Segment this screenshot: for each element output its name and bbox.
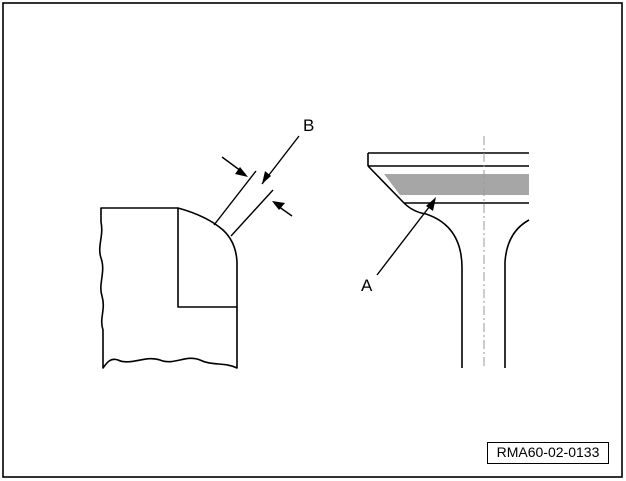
extension-line-upper	[213, 170, 257, 226]
contact-area-leader	[376, 197, 436, 276]
arrowhead-inner	[272, 201, 285, 210]
callout-label-b: B	[303, 116, 314, 135]
seat-width-arrowheads	[235, 167, 285, 210]
cylinder-head-outline	[98, 207, 238, 369]
arrowhead-leader-a	[426, 197, 436, 211]
callout-label-a: A	[361, 276, 373, 295]
figure-reference-code: RMA60-02-0133	[487, 442, 609, 464]
valve-seat-section	[98, 207, 238, 369]
leader-line-a	[376, 201, 434, 276]
valve-stem-right-edge	[504, 219, 530, 368]
arrowhead-outer	[235, 167, 248, 177]
valve-face-and-fillet	[367, 165, 463, 368]
arrowhead-leader-b	[262, 171, 271, 184]
seat-insert-outline	[177, 208, 237, 308]
contact-pattern-band	[384, 174, 529, 195]
extension-line-lower	[230, 189, 274, 237]
valve-head-section	[367, 136, 530, 368]
seat-width-dimension	[213, 135, 300, 237]
